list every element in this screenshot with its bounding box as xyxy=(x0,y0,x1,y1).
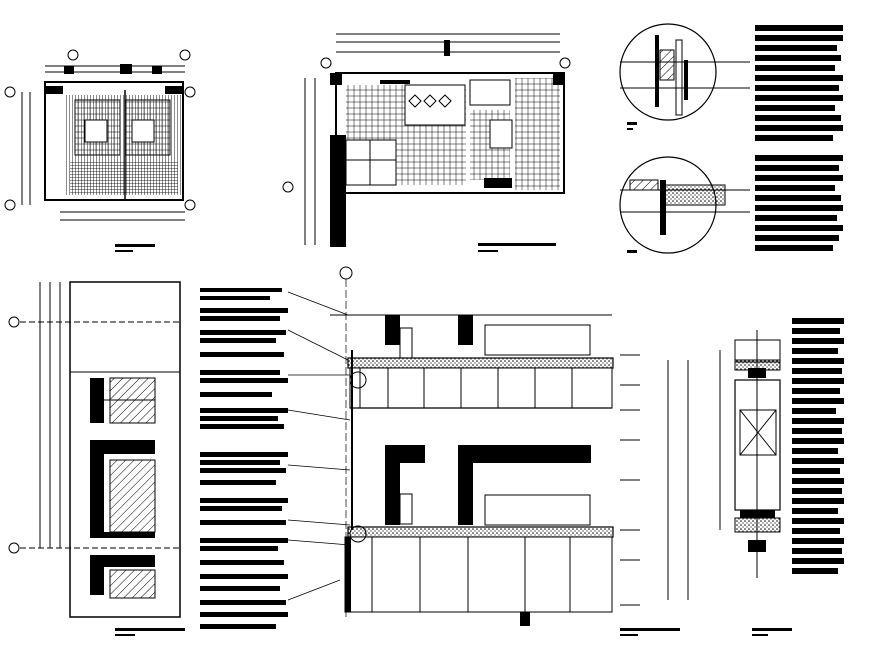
grid-bubble-icon xyxy=(320,57,332,69)
strip-notes-block xyxy=(792,318,844,574)
grid-bubble-icon xyxy=(282,181,294,193)
grid-bubble-icon xyxy=(8,316,20,328)
grid-bubble-icon xyxy=(67,49,79,61)
detail-notes-block xyxy=(755,25,843,251)
floor-plan-large xyxy=(282,33,571,252)
grid-bubble-icon xyxy=(184,86,196,98)
grid-bubble-icon xyxy=(8,542,20,554)
grid-bubble-icon xyxy=(184,199,196,211)
grid-bubble-icon xyxy=(179,49,191,61)
grid-bubble-icon xyxy=(4,86,16,98)
main-section xyxy=(330,266,689,636)
section-strip-right xyxy=(719,330,792,636)
floor-plan-small xyxy=(4,49,196,252)
detail-circle-b xyxy=(619,156,750,254)
grid-bubble-icon xyxy=(339,266,353,280)
partial-elevation-left xyxy=(8,281,185,636)
section-notes-left xyxy=(200,288,351,629)
grid-bubble-icon xyxy=(4,199,16,211)
detail-circle-a xyxy=(619,23,750,130)
grid-bubble-icon xyxy=(559,57,571,69)
